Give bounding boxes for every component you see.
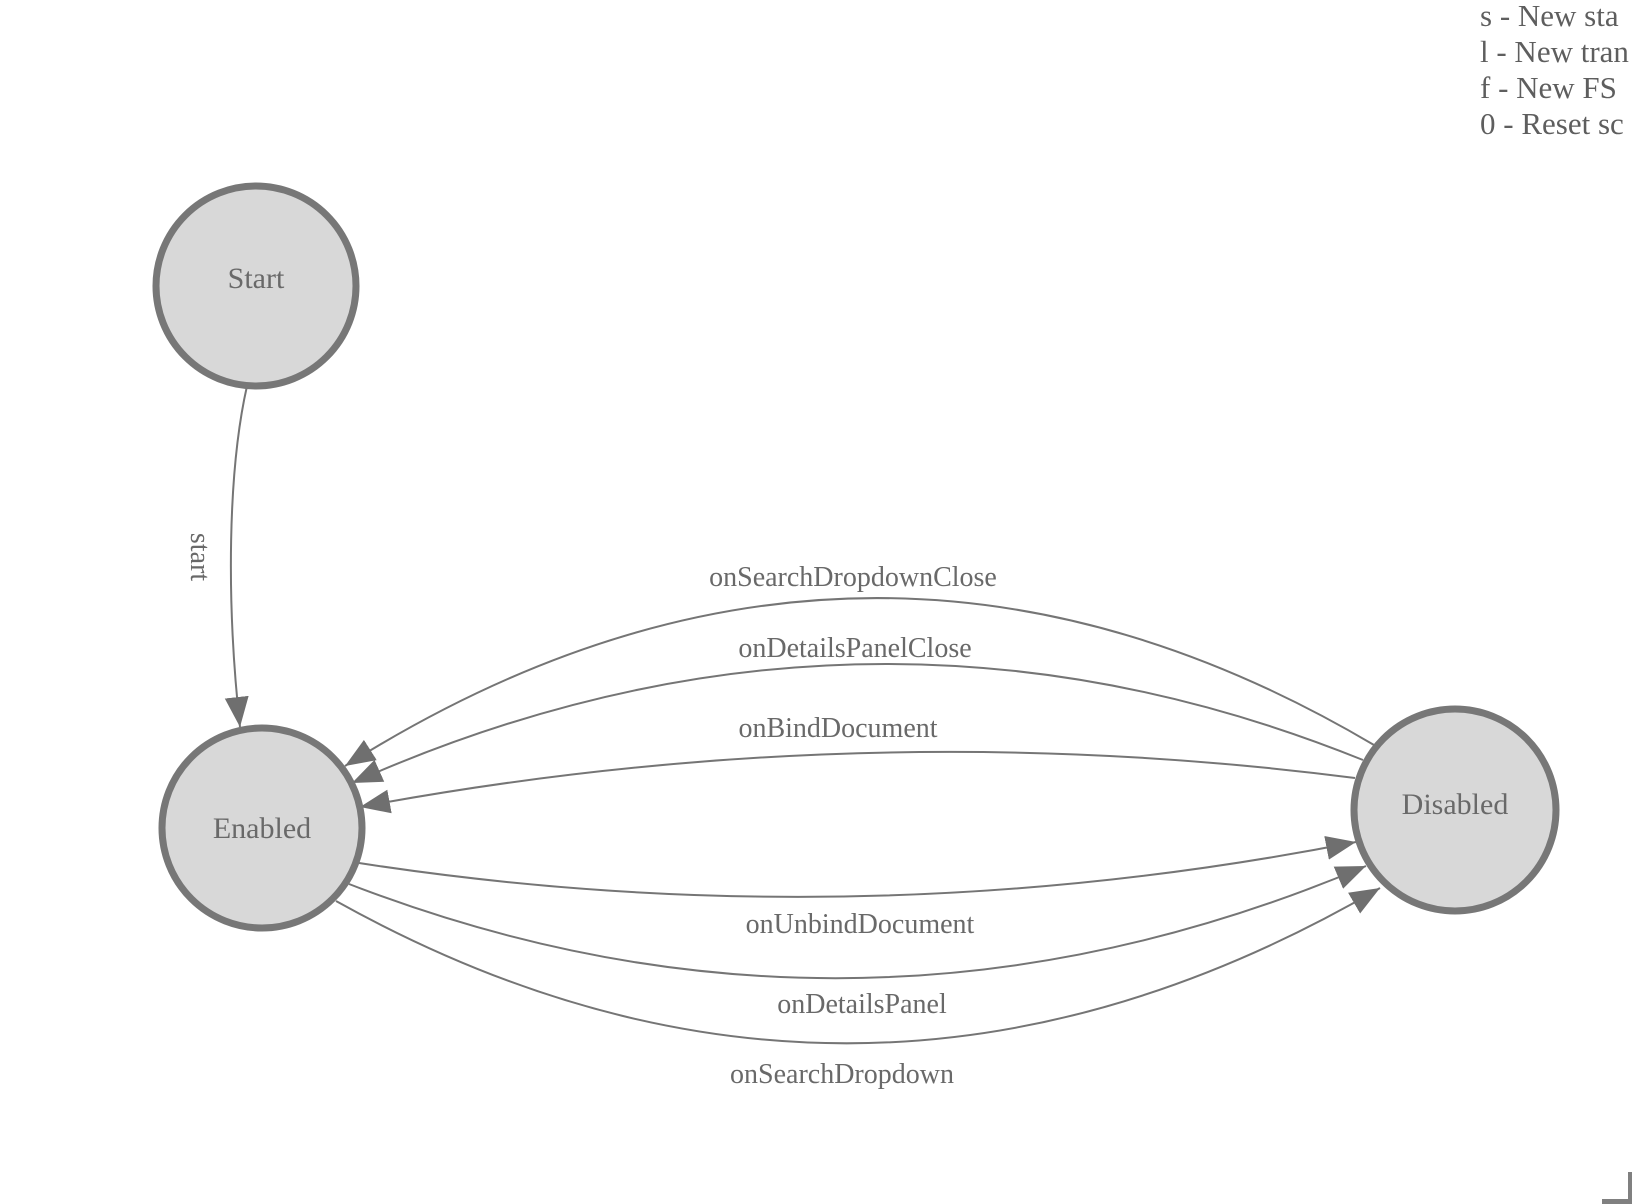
hotkey-legend: s - New sta l - New tran f - New FS 0 - … bbox=[1480, 0, 1629, 141]
transition-edge-ondetailspanelclose[interactable] bbox=[351, 663, 1364, 784]
state-label-disabled: Disabled bbox=[1402, 788, 1509, 821]
legend-line-reset-scale: 0 - Reset sc bbox=[1480, 106, 1624, 141]
state-circle-disabled[interactable] bbox=[1350, 705, 1560, 915]
legend-line-new-fsm: f - New FS bbox=[1480, 70, 1617, 105]
transition-label-onunbinddocument: onUnbindDocument bbox=[746, 909, 975, 940]
transition-label-ondetailspanel: onDetailsPanel bbox=[777, 989, 947, 1020]
state-label-start: Start bbox=[228, 262, 285, 295]
state-node-enabled[interactable]: Enabled bbox=[158, 724, 366, 932]
corner-horizontal-bar bbox=[1602, 1199, 1632, 1204]
transition-edge-ondetailspanel[interactable] bbox=[348, 865, 1367, 980]
canvas-corner-marker bbox=[1602, 1172, 1632, 1204]
transition-edge-onbinddocument[interactable] bbox=[359, 750, 1356, 814]
transition-labels: start onSearchDropdownClose onDetailsPan… bbox=[184, 533, 997, 1090]
transition-label-ondetailspanelclose: onDetailsPanelClose bbox=[738, 633, 971, 664]
state-circle-enabled[interactable] bbox=[158, 724, 366, 932]
state-label-enabled: Enabled bbox=[213, 812, 311, 845]
legend-line-new-transition: l - New tran bbox=[1480, 34, 1629, 69]
legend-line-new-state: s - New sta bbox=[1480, 0, 1619, 33]
transition-edge-onunbinddocument[interactable] bbox=[358, 836, 1357, 898]
transition-label-start: start bbox=[184, 533, 215, 581]
corner-vertical-bar bbox=[1628, 1172, 1632, 1204]
state-circle-start[interactable] bbox=[152, 182, 360, 390]
transition-edge-onsearchdropdownclose[interactable] bbox=[344, 597, 1375, 767]
transition-label-onbinddocument: onBindDocument bbox=[738, 713, 937, 744]
state-node-disabled[interactable]: Disabled bbox=[1350, 705, 1560, 915]
transition-edge-start[interactable] bbox=[224, 385, 249, 728]
transition-edges bbox=[224, 385, 1381, 1045]
transition-label-onsearchdropdownclose: onSearchDropdownClose bbox=[709, 562, 997, 593]
state-node-start[interactable]: Start bbox=[152, 182, 360, 390]
transition-edge-onsearchdropdown[interactable] bbox=[335, 887, 1381, 1045]
transition-label-onsearchdropdown: onSearchDropdown bbox=[730, 1059, 954, 1090]
